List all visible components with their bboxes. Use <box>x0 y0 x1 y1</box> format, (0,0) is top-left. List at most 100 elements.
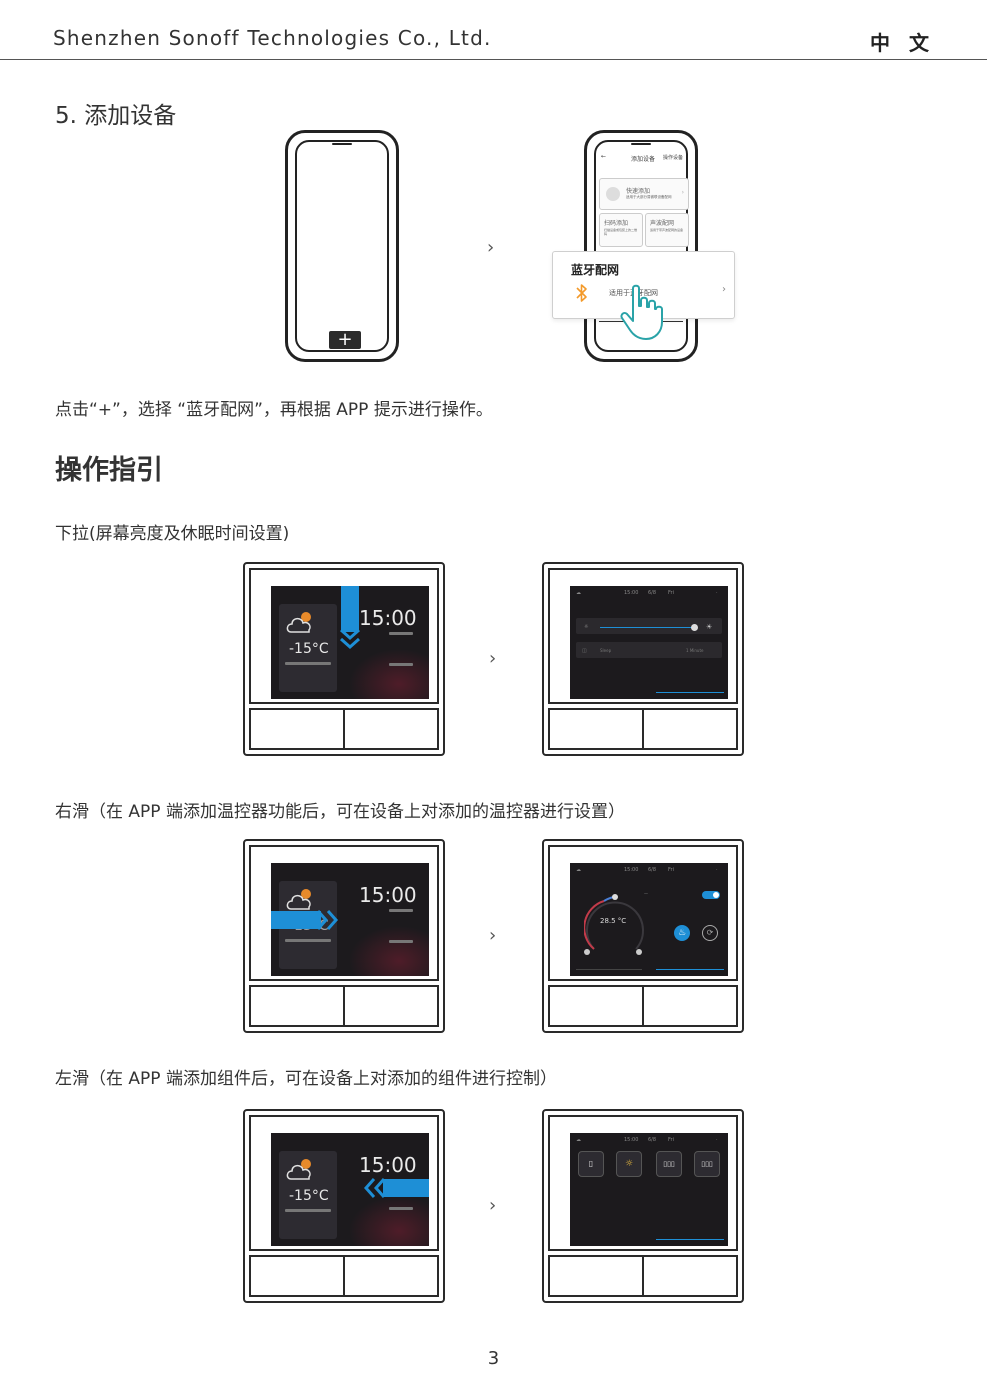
device-button-row <box>249 1255 439 1297</box>
chevron-right-icon: › <box>681 189 684 196</box>
chevron-double-left-icon <box>363 1178 386 1198</box>
sound-add-sub: 适用于带声波配网的设备 <box>650 228 684 232</box>
cloudy-weather-icon <box>286 1159 311 1180</box>
settings-dot-icon: · <box>716 590 718 596</box>
device-home-swiperight: -15°C 15:00 <box>243 839 445 1033</box>
device-screen-frame: -15°C 15:00 <box>249 845 439 981</box>
status-day: Fri <box>668 867 674 873</box>
device-button-row <box>249 985 439 1027</box>
wifi-cloud-icon: ☁ <box>576 867 581 873</box>
thermostat-toggle[interactable] <box>702 891 720 899</box>
mode-heat-icon[interactable]: ♨ <box>674 925 690 941</box>
arrow-step5: › <box>487 237 495 258</box>
temperature-readout: -15°C <box>289 641 329 657</box>
bluetooth-icon <box>576 284 587 302</box>
phone-screen <box>295 140 389 352</box>
page-number: 3 <box>487 1348 500 1369</box>
device-screen: -15°C 15:00 <box>271 1133 429 1246</box>
app-top-right[interactable]: 操作设备 <box>662 155 683 161</box>
phone-speaker <box>332 143 352 145</box>
quick-add-card[interactable]: 快速添加 适用于大部分易微联设备配网 › <box>599 178 689 210</box>
tap-hand-icon <box>620 284 663 340</box>
status-date: 6/8 <box>648 590 657 596</box>
status-date: 6/8 <box>648 867 657 873</box>
widget-multi-switch-icon[interactable]: ▯▯▯ <box>694 1151 720 1177</box>
device-screen-frame: ☁ 15:00 6/8 Fri · ☼ ☀ ◫ Sleep 1 Minute <box>548 568 738 704</box>
step5-heading: 5. 添加设备 <box>55 103 177 129</box>
brightness-slider-track[interactable] <box>600 627 695 628</box>
cloudy-weather-icon <box>286 612 311 633</box>
device-button-row <box>249 708 439 750</box>
swipe-right-caption: 右滑（在 APP 端添加温控器功能后，可在设备上对添加的温控器进行设置） <box>55 802 625 822</box>
device-button-row <box>548 1255 738 1297</box>
device-screen-frame: ☁ 15:00 6/8 Fri · ▯ ☼ ▯▯▯ ▯▯▯ <box>548 1115 738 1251</box>
device-button-row <box>548 985 738 1027</box>
widget-light-icon[interactable]: ☼ <box>616 1151 642 1177</box>
brightness-slider-thumb[interactable] <box>691 624 698 631</box>
sleep-icon: ◫ <box>582 648 587 654</box>
clock-readout: 15:00 <box>359 606 417 630</box>
wifi-cloud-icon: ☁ <box>576 1137 581 1143</box>
quick-add-icon <box>606 187 620 201</box>
page-indicator <box>656 692 724 693</box>
status-time: 15:00 <box>624 1137 639 1143</box>
device-thermostat-screen: ☁ 15:00 6/8 Fri · 28.5 °C — ♨ ⟳ <box>542 839 744 1033</box>
thermostat-temp: 28.5 °C <box>600 917 627 925</box>
bluetooth-pairing-title: 蓝牙配网 <box>571 263 620 277</box>
device-screen-frame: -15°C 15:00 <box>249 1115 439 1251</box>
pull-down-indicator <box>341 586 359 632</box>
scan-add-card[interactable]: 扫码添加 扫描设备或包装上的二维码 <box>599 213 643 247</box>
decrease-icon[interactable] <box>584 949 590 955</box>
settings-dot-icon: · <box>716 1137 718 1143</box>
thermostat-dial[interactable] <box>584 889 646 959</box>
back-icon[interactable]: ← <box>601 153 607 160</box>
device-screen: ☁ 15:00 6/8 Fri · ▯ ☼ ▯▯▯ ▯▯▯ <box>570 1133 728 1246</box>
language-label: 中 文 <box>870 31 935 55</box>
arrow-pulldown: › <box>489 648 497 669</box>
device-screen: ☁ 15:00 6/8 Fri · ☼ ☀ ◫ Sleep 1 Minute <box>570 586 728 699</box>
scan-add-sub: 扫描设备或包装上的二维码 <box>604 228 638 236</box>
status-day: Fri <box>668 1137 674 1143</box>
brightness-low-icon: ☼ <box>584 624 589 630</box>
increase-icon[interactable] <box>636 949 642 955</box>
widget-switch-icon[interactable]: ▯ <box>578 1151 604 1177</box>
sleep-value: 1 Minute <box>686 648 704 653</box>
step5-instruction: 点击“+”，选择 “蓝牙配网”，再根据 APP 提示进行操作。 <box>55 400 493 420</box>
device-screen: -15°C 15:00 <box>271 863 429 976</box>
swipe-right-indicator <box>271 911 321 929</box>
sleep-setting-row[interactable] <box>576 642 722 658</box>
status-time: 15:00 <box>624 867 639 873</box>
device-brightness-settings: ☁ 15:00 6/8 Fri · ☼ ☀ ◫ Sleep 1 Minute <box>542 562 744 756</box>
device-screen: ☁ 15:00 6/8 Fri · 28.5 °C — ♨ ⟳ <box>570 863 728 976</box>
device-home-pulldown: -15°C 15:00 <box>243 562 445 756</box>
quick-add-sub: 适用于大部分易微联设备配网 <box>626 195 672 199</box>
chevron-double-right-icon <box>316 910 339 930</box>
page-indicator <box>656 1239 724 1240</box>
device-screen-frame: ☁ 15:00 6/8 Fri · 28.5 °C — ♨ ⟳ <box>548 845 738 981</box>
device-screen-frame: -15°C 15:00 <box>249 568 439 704</box>
widget-multi-switch-icon[interactable]: ▯▯▯ <box>656 1151 682 1177</box>
status-time: 15:00 <box>624 590 639 596</box>
arrow-swipeleft: › <box>489 1195 497 1216</box>
device-home-swipeleft: -15°C 15:00 <box>243 1109 445 1303</box>
settings-dot-icon: · <box>716 867 718 873</box>
sound-add-card[interactable]: 声波配网 适用于带声波配网的设备 <box>645 213 689 247</box>
mode-auto-icon[interactable]: ⟳ <box>702 925 718 941</box>
status-day: Fri <box>668 590 674 596</box>
swipe-left-caption: 左滑（在 APP 端添加组件后，可在设备上对添加的组件进行控制） <box>55 1069 557 1089</box>
pull-down-caption: 下拉(屏幕亮度及休眠时间设置) <box>55 524 290 544</box>
add-button[interactable]: + <box>329 331 361 349</box>
arrow-swiperight: › <box>489 925 497 946</box>
cloudy-weather-icon <box>286 889 311 910</box>
header-divider <box>0 59 987 60</box>
bluetooth-pairing-card[interactable]: 蓝牙配网 适用于蓝牙配网 › <box>552 251 735 340</box>
wifi-cloud-icon: ☁ <box>576 590 581 596</box>
clock-readout: 15:00 <box>359 1153 417 1177</box>
page-indicator <box>656 969 724 970</box>
app-header: ← 添加设备 操作设备 <box>597 153 685 179</box>
swipe-left-indicator <box>383 1179 429 1197</box>
thermostat-small-label: — <box>644 891 648 896</box>
sleep-label: Sleep <box>600 648 612 653</box>
temperature-readout: -15°C <box>289 1188 329 1204</box>
brightness-slider-row[interactable] <box>576 618 722 634</box>
